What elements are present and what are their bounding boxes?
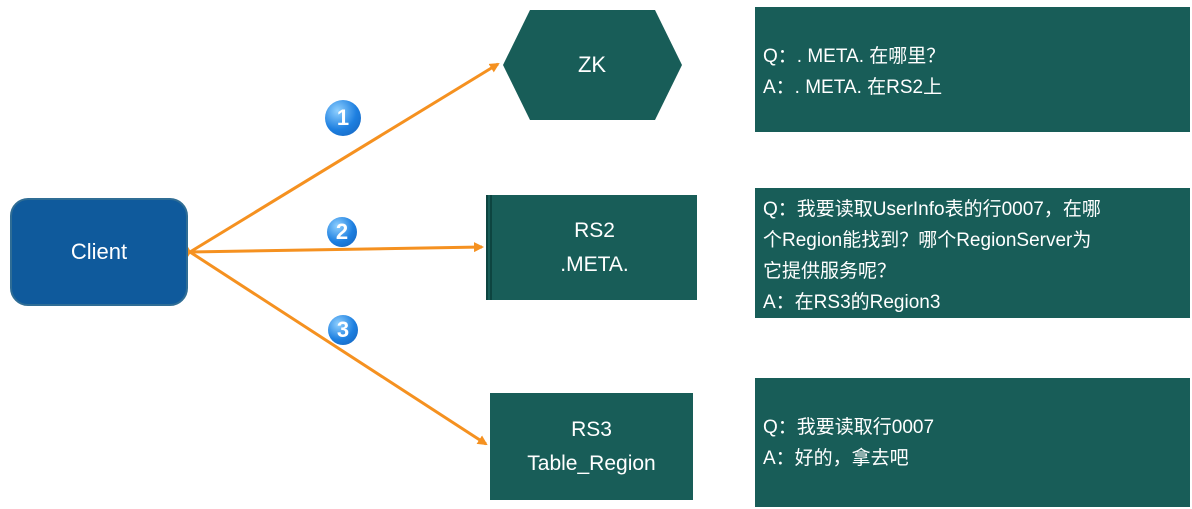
- rs3-table: Table_Region: [527, 451, 656, 475]
- step-1-number: 1: [336, 105, 350, 130]
- note-line: 它提供服务呢？: [763, 261, 897, 282]
- zk-hexagon: [503, 10, 682, 120]
- note-line: A：. META. 在RS2上: [763, 77, 943, 98]
- zk-label-area: ZK: [503, 10, 681, 120]
- arrow-client-to-zk: [180, 62, 500, 261]
- rs2-meta: .META.: [560, 252, 629, 276]
- note-zk: Q：. META. 在哪里？ A：. META. 在RS2上: [755, 7, 1190, 132]
- note-rs2: Q：我要读取UserInfo表的行0007，在哪 个Region能找到？哪个Re…: [755, 188, 1190, 318]
- step-3-badge: 3: [328, 315, 358, 345]
- note-line: 个Region能找到？哪个RegionServer为: [763, 230, 1092, 251]
- rs3-box: RS3 Table_Region: [490, 393, 693, 500]
- note-line: Q：我要读取UserInfo表的行0007，在哪: [763, 199, 1101, 220]
- rs2-name: RS2: [574, 218, 615, 242]
- step-2-badge: 2: [327, 217, 357, 247]
- step-3-number: 3: [336, 317, 350, 342]
- step-1-badge: 1: [325, 100, 361, 136]
- client-label: Client: [70, 239, 128, 264]
- zk-label: ZK: [577, 52, 607, 77]
- note-line: Q：. META. 在哪里？: [763, 46, 946, 67]
- rs2-box: RS2 .META.: [486, 195, 697, 300]
- note-line: Q：我要读取行0007: [763, 417, 935, 438]
- note-line: A：在RS3的Region3: [763, 292, 941, 313]
- note-rs3: Q：我要读取行0007 A：好的，拿去吧: [755, 378, 1190, 507]
- client-box: Client: [10, 198, 188, 306]
- step-2-number: 2: [335, 219, 349, 244]
- arrow-client-to-rs2: [181, 242, 484, 258]
- rs3-name: RS3: [571, 417, 612, 441]
- note-line: A：好的，拿去吧: [763, 448, 909, 469]
- arrow-client-to-rs3: [180, 243, 488, 446]
